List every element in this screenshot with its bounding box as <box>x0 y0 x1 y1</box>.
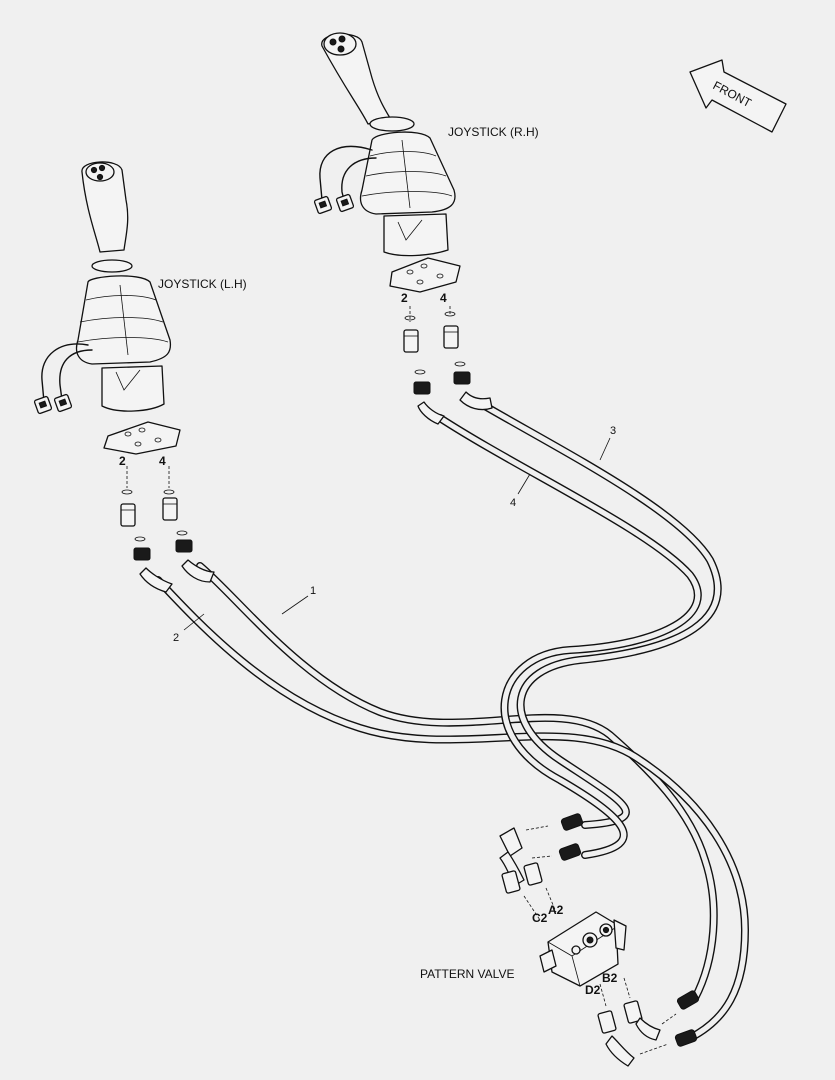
hose-4 <box>436 414 702 859</box>
hose-callout-4: 4 <box>510 497 516 509</box>
valve-port-b2: B2 <box>602 971 618 985</box>
lh-port-2: 2 <box>119 454 126 468</box>
hose-callout-1: 1 <box>310 585 316 597</box>
valve-port-c2: C2 <box>532 911 548 925</box>
gasket-plate-rh <box>389 257 461 293</box>
joystick-lh-label: JOYSTICK (L.H) <box>158 277 247 291</box>
hose-callout-2: 2 <box>173 632 179 644</box>
lh-port-fittings <box>120 466 215 593</box>
hose-1 <box>196 562 718 1002</box>
leader-3 <box>599 437 611 461</box>
rh-port-4: 4 <box>440 291 447 305</box>
hose-end-fittings <box>558 813 700 1047</box>
joystick-rh <box>313 32 456 257</box>
hose-callout-3: 3 <box>610 425 616 437</box>
leader-4 <box>517 473 531 495</box>
rh-port-2: 2 <box>401 291 408 305</box>
lh-port-4: 4 <box>159 454 166 468</box>
pattern-valve-label: PATTERN VALVE <box>420 967 514 981</box>
leader-1 <box>281 595 309 615</box>
joystick-rh-label: JOYSTICK (R.H) <box>448 125 539 139</box>
hose-2 <box>154 576 749 1042</box>
valve-port-d2: D2 <box>585 983 601 997</box>
front-arrow-icon: FRONT <box>689 59 787 133</box>
gasket-plate-lh <box>103 421 181 455</box>
pattern-valve <box>499 825 677 1067</box>
leader-2 <box>183 613 205 631</box>
joystick-lh <box>33 161 172 415</box>
hose-3 <box>474 398 722 829</box>
valve-port-a2: A2 <box>548 903 564 917</box>
rh-port-fittings <box>403 306 493 425</box>
